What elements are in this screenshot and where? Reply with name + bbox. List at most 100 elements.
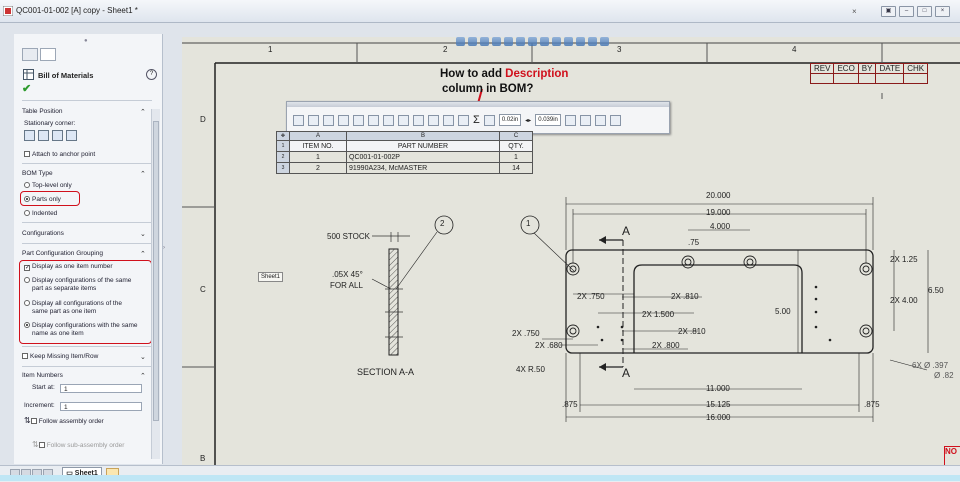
dim-2x810[interactable]: 2X .810 (671, 292, 699, 301)
row-number[interactable]: 1 (276, 140, 290, 152)
table-format-toolbar[interactable]: Σ 0.02in ◂▸ 0.039in (286, 101, 670, 134)
sort-icon[interactable] (564, 114, 576, 126)
previous-view-icon[interactable] (480, 37, 489, 46)
edit-appearance-icon[interactable] (540, 37, 549, 46)
close-document-icon[interactable]: × (852, 7, 857, 16)
display-pane-icon[interactable] (588, 37, 597, 46)
zoom-to-fit-icon[interactable] (456, 37, 465, 46)
balloon-2[interactable]: 2 (440, 219, 445, 228)
apply-scene-icon[interactable] (552, 37, 561, 46)
pane-scrollbar[interactable] (151, 109, 160, 459)
dim-2x750[interactable]: 2X .750 (577, 292, 605, 301)
dim-875-right[interactable]: .875 (864, 400, 880, 409)
col-letter-a[interactable]: A (289, 131, 347, 141)
hide-show-icon[interactable] (528, 37, 537, 46)
toolbar-grip[interactable] (287, 102, 669, 107)
checkbox-icon[interactable] (30, 418, 37, 424)
chk-header[interactable]: CHK (903, 63, 929, 74)
help-icon[interactable]: ? (146, 69, 157, 80)
dim-16[interactable]: 16.000 (706, 413, 731, 422)
dim-6x-hole[interactable]: 6X Ø .397 (912, 361, 949, 370)
stepper-icon[interactable]: ◂▸ (525, 117, 532, 124)
table-position-heading[interactable]: Table Position⌃ (22, 108, 152, 116)
dim-2x680[interactable]: 2X .680 (535, 341, 563, 350)
dim-2x810b[interactable]: 2X .810 (678, 327, 706, 336)
font-icon[interactable] (398, 114, 409, 126)
dim-4[interactable]: 4.000 (710, 222, 731, 231)
maximize-icon[interactable]: □ (917, 6, 932, 17)
radio-parts-only[interactable]: Parts only (24, 196, 61, 203)
corner-top-left-icon[interactable] (24, 130, 35, 141)
grouping-option-1[interactable]: ✓Display as one item number (24, 263, 113, 271)
radio-icon[interactable] (24, 277, 30, 283)
ok-check-icon[interactable]: ✔ (22, 83, 32, 95)
radio-top-level[interactable]: Top-level only (24, 182, 72, 189)
checkbox-icon[interactable]: ✓ (24, 265, 31, 271)
pane-splitter-icon[interactable]: › (163, 245, 165, 251)
keep-missing-heading[interactable]: Keep Missing Item/Row⌄ (22, 353, 152, 361)
table-cell[interactable]: 14 (499, 162, 533, 174)
grouping-option-4[interactable]: Display configurations with the same (24, 322, 138, 329)
item-numbers-heading[interactable]: Item Numbers⌃ (22, 372, 152, 380)
configurations-heading[interactable]: Configurations⌄ (22, 230, 152, 238)
pane-grip-icon[interactable]: ● (84, 38, 88, 44)
align-center-icon[interactable] (323, 114, 334, 126)
checkbox-icon[interactable] (24, 151, 30, 157)
dim-19[interactable]: 19.000 (706, 208, 731, 217)
line-width-field[interactable]: 0.039in (535, 114, 561, 126)
grouping-option-3[interactable]: Display all configurations of the (24, 300, 122, 307)
dim-500[interactable]: 5.00 (775, 307, 791, 316)
table-properties-icon[interactable] (594, 114, 606, 126)
radio-icon[interactable] (24, 196, 30, 202)
display-style-icon[interactable] (516, 37, 525, 46)
border-icon[interactable] (483, 114, 495, 126)
rev-header[interactable]: REV (809, 63, 835, 74)
dim-875-left[interactable]: .875 (562, 400, 578, 409)
feature-manager-tab-icon[interactable] (22, 48, 38, 61)
collapse-icon[interactable]: ⌃ (140, 109, 146, 116)
collapse-icon[interactable]: ⌃ (140, 373, 146, 380)
expand-icon[interactable]: ⌄ (140, 354, 146, 361)
align-middle-icon[interactable] (368, 114, 379, 126)
row-number[interactable]: 2 (276, 151, 290, 163)
checkbox-icon[interactable] (38, 442, 45, 448)
corner-top-right-icon[interactable] (38, 130, 49, 141)
header-item-no[interactable]: ITEM NO. (289, 140, 347, 152)
radio-icon[interactable] (24, 300, 30, 306)
date-header[interactable]: DATE (875, 63, 905, 74)
restore-icon[interactable]: ▣ (881, 6, 896, 17)
expand-icon[interactable]: ⌄ (140, 231, 146, 238)
col-letter-b[interactable]: B (346, 131, 500, 141)
zoom-area-icon[interactable] (468, 37, 477, 46)
dim-20[interactable]: 20.000 (706, 191, 731, 200)
dim-2x750b[interactable]: 2X .750 (512, 329, 540, 338)
dim-2x400[interactable]: 2X 4.00 (890, 296, 918, 305)
align-top-icon[interactable] (353, 114, 364, 126)
collapse-icon[interactable]: ⌃ (140, 171, 146, 178)
scrollbar-thumb[interactable] (153, 121, 159, 421)
corner-bottom-right-icon[interactable] (66, 130, 77, 141)
visibility-icon[interactable] (576, 37, 585, 46)
minimize-icon[interactable]: – (899, 6, 914, 17)
view-settings-icon[interactable] (564, 37, 573, 46)
dim-2x800[interactable]: 2X .800 (652, 341, 680, 350)
close-icon[interactable]: × (935, 6, 950, 17)
balloon-1[interactable]: 1 (526, 219, 531, 228)
table-format-icon[interactable] (293, 114, 304, 126)
col-letter-c[interactable]: C (499, 131, 533, 141)
dim-15[interactable]: 15.125 (706, 400, 731, 409)
radio-icon[interactable] (24, 210, 30, 216)
align-right-icon[interactable] (338, 114, 349, 126)
property-manager-tab-icon[interactable] (40, 48, 56, 61)
table-move-handle-icon[interactable]: ✥ (276, 131, 290, 141)
border-width-field[interactable]: 0.02in (498, 114, 522, 126)
table-cell[interactable]: 1 (499, 151, 533, 163)
corner-bottom-left-icon[interactable] (52, 130, 63, 141)
collapse-icon[interactable]: ⌃ (140, 251, 146, 258)
follow-assembly-checkbox[interactable]: ⇅Follow assembly order (24, 416, 104, 425)
table-header-icon[interactable] (428, 114, 439, 126)
options-icon[interactable] (600, 37, 609, 46)
dim-2x125[interactable]: 2X 1.25 (890, 255, 918, 264)
table-cell[interactable]: QC001-01-002P (346, 151, 500, 163)
dim-4xr[interactable]: 4X R.50 (516, 365, 545, 374)
